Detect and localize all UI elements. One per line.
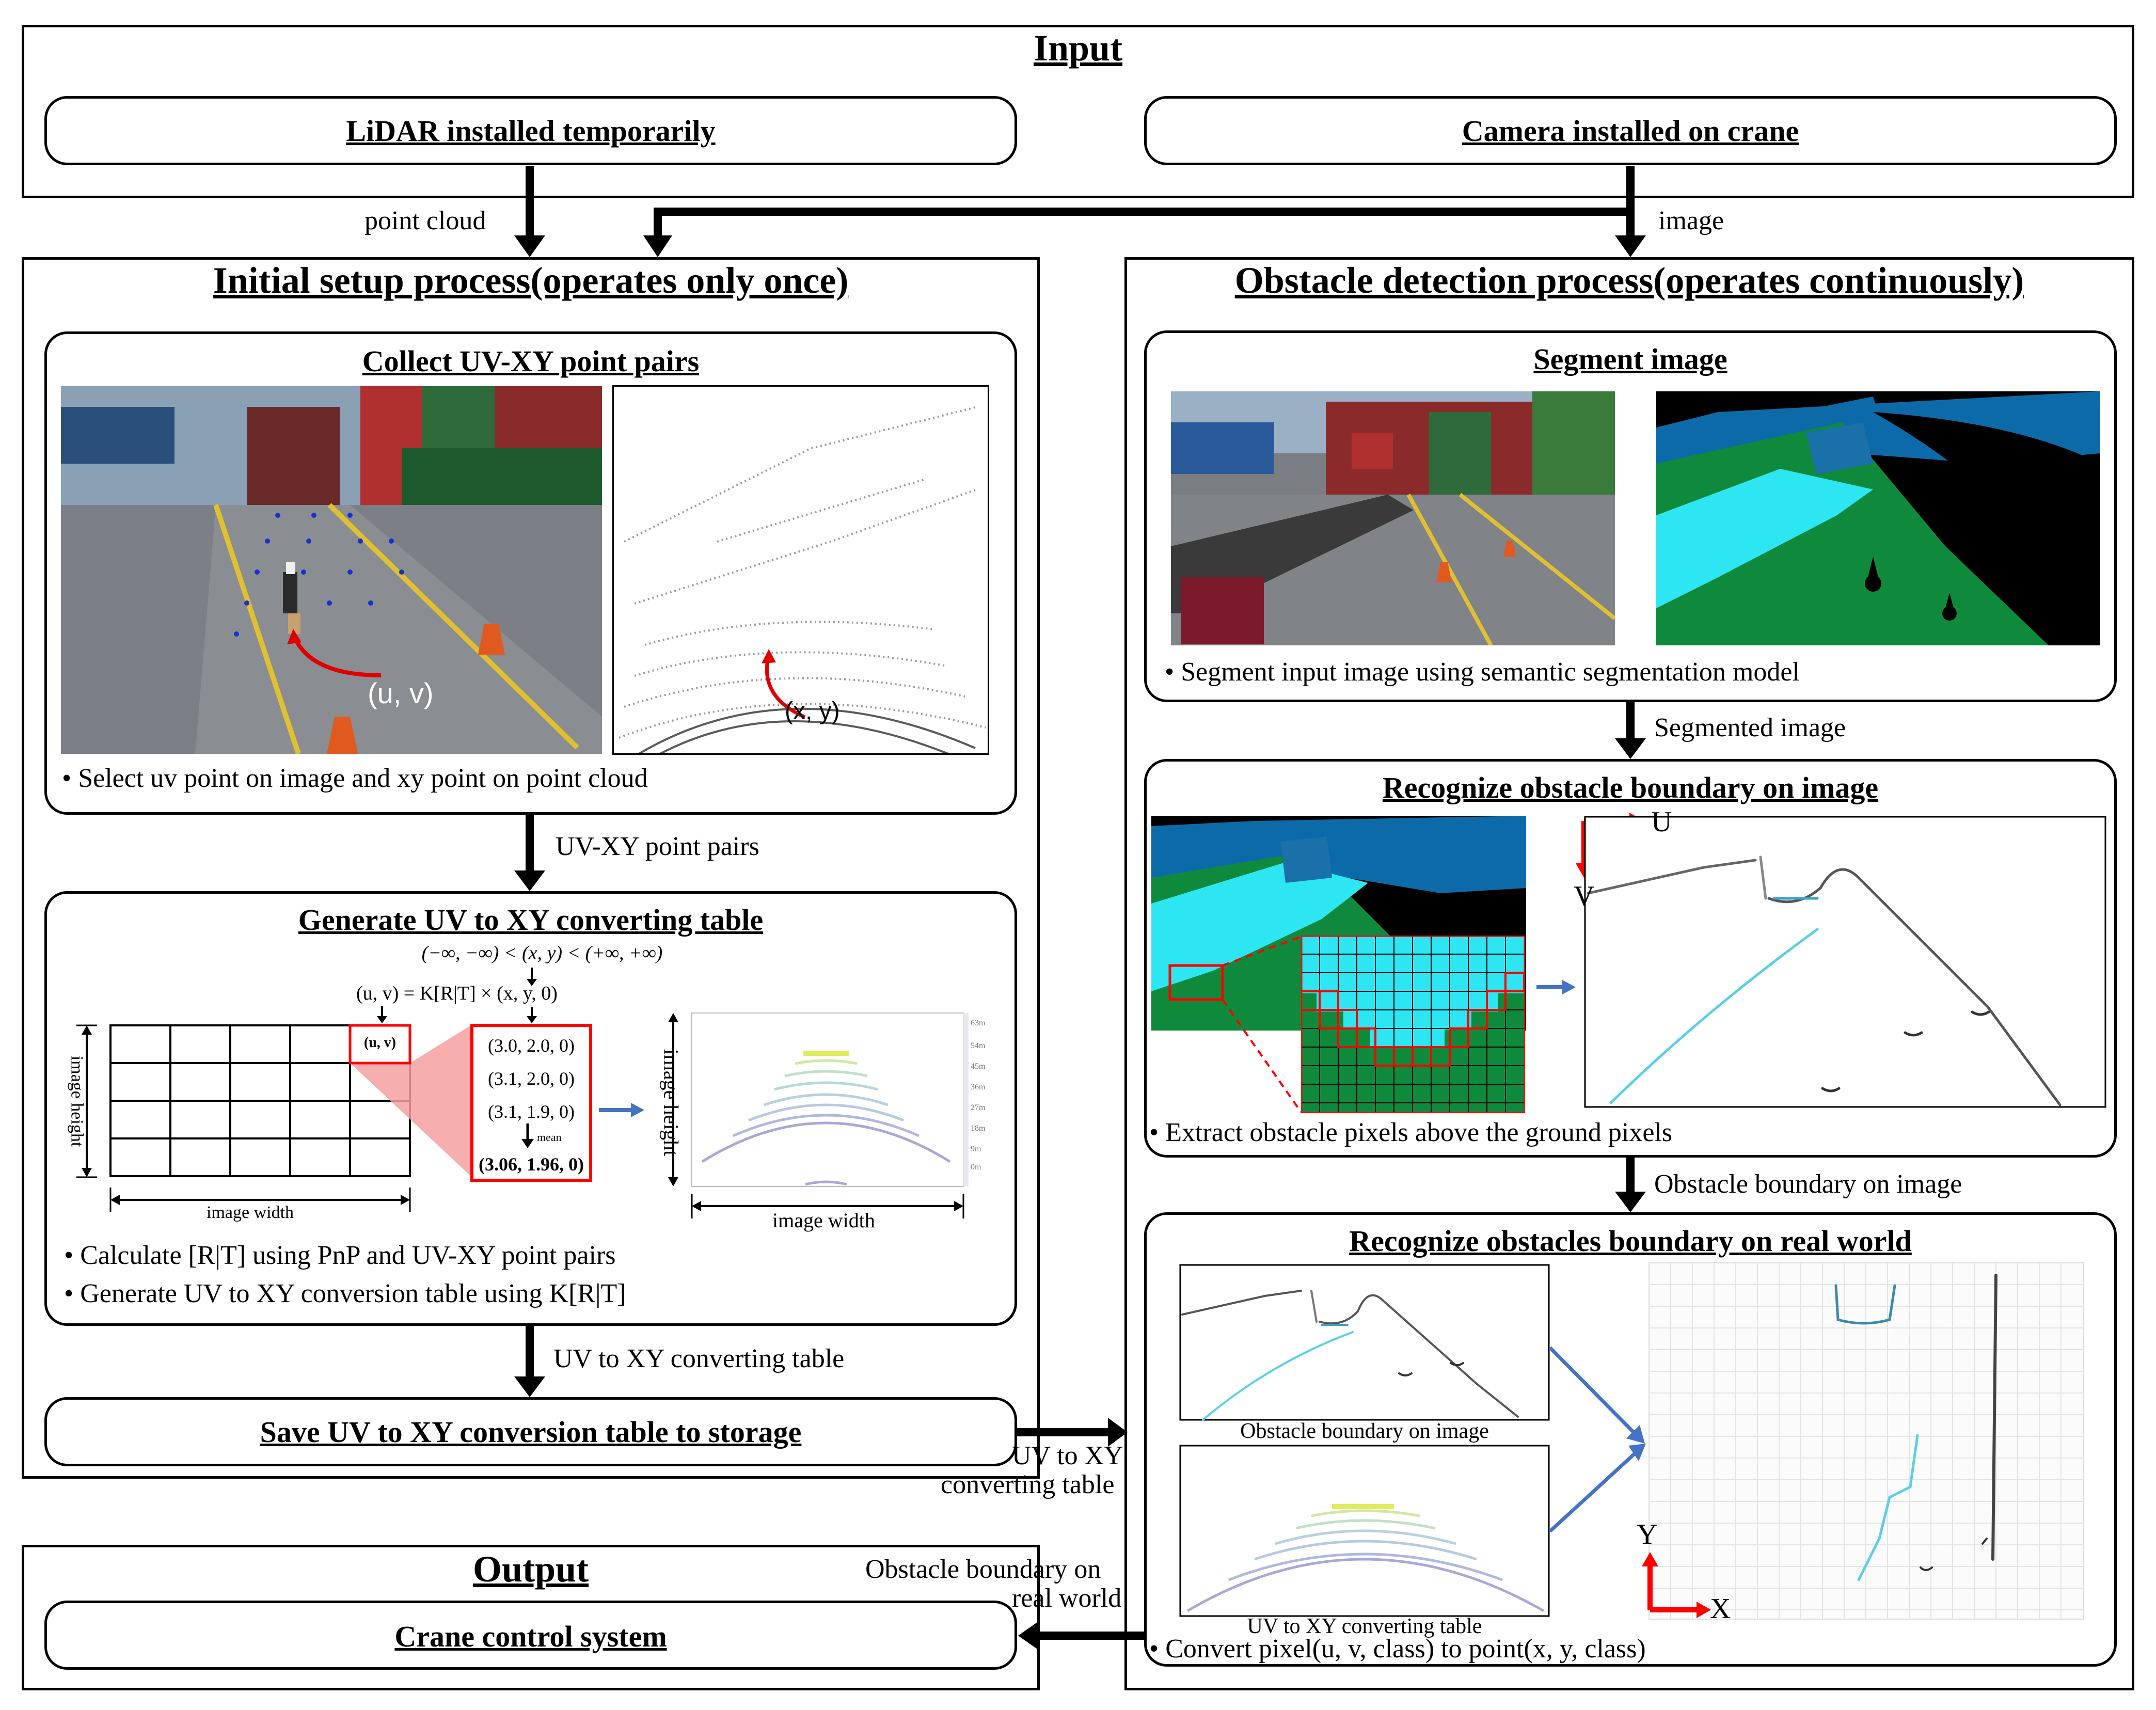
scale-tick: 36m [971, 1083, 986, 1091]
flow-image: image [1658, 206, 1724, 235]
crane-label: Crane control system [394, 1620, 667, 1653]
save-label: Save UV to XY conversion table to storag… [260, 1415, 802, 1449]
save-box [44, 1397, 1017, 1466]
scale-tick: 0m [971, 1163, 981, 1171]
scale-tick: 27m [971, 1103, 986, 1112]
output-title: Output [472, 1548, 589, 1590]
scale-tick: 45m [971, 1062, 986, 1071]
scale-tick: 18m [971, 1124, 986, 1133]
table-value-2: (3.1, 2.0, 0) [488, 1068, 575, 1089]
table-value-3: (3.1, 1.9, 0) [488, 1101, 575, 1122]
pixel-zoom-grid [1301, 936, 1525, 1113]
flow-segmented: Segmented image [1654, 713, 1846, 742]
lidar-label: LiDAR installed temporarily [346, 114, 716, 148]
camera-box [1144, 96, 2117, 165]
input-title: Input [1033, 27, 1123, 69]
recognize-image-bullet: • Extract obstacle pixels above the grou… [1149, 1118, 1673, 1147]
recognize-world-bullet: • Convert pixel(u, v, class) to point(x,… [1149, 1634, 1646, 1664]
scale-tick: 9m [971, 1145, 981, 1153]
eq-range: (−∞, −∞) < (x, y) < (+∞, +∞) [421, 942, 663, 964]
scale-tick: 63m [971, 1019, 986, 1027]
flow-obstacle-real-1: Obstacle boundary on [865, 1555, 1101, 1584]
flow-uv-xy-pairs: UV-XY point pairs [556, 832, 759, 861]
cell-uv: (u, v) [363, 1035, 397, 1051]
flow-uv-xy-table: UV to XY converting table [553, 1344, 845, 1373]
segmentation-mask [1656, 391, 2100, 645]
axis-u-label: U [1651, 806, 1672, 838]
grid-image-height: image height [67, 1055, 87, 1147]
flow-uv-xy-table-right-2: converting table [941, 1470, 1115, 1499]
scale-tick: 54m [971, 1041, 986, 1050]
generate-bullet-1: • Calculate [R|T] using PnP and UV-XY po… [64, 1241, 616, 1270]
eq-proj: (u, v) = K[R|T] × (x, y, 0) [356, 983, 558, 1004]
recognize-world-title: Recognize obstacles boundary on real wor… [1349, 1224, 1912, 1258]
axis-v-label: V [1574, 880, 1595, 912]
crane-box [44, 1601, 1017, 1670]
xy-point-label: (x, y) [785, 698, 840, 725]
segment-bullet: • Segment input image using semantic seg… [1165, 657, 1800, 687]
distance-scale: 63m 54m 45m 36m 27m 18m 9m 0m [971, 1011, 1002, 1186]
axis-y-label: Y [1637, 1518, 1658, 1550]
grid-image-width: image width [207, 1203, 294, 1222]
point-cloud-image [612, 385, 989, 755]
axis-x-label: X [1710, 1593, 1731, 1625]
uv-point-label: (u, v) [368, 677, 434, 709]
setup-title: Initial setup process(operates only once… [213, 260, 849, 301]
generate-title: Generate UV to XY converting table [298, 903, 764, 937]
flow-uv-xy-table-right-1: UV to XY [1012, 1441, 1123, 1470]
lidar-box [44, 96, 1017, 165]
generate-bullet-2: • Generate UV to XY conversion table usi… [64, 1279, 626, 1308]
collect-title: Collect UV-XY point pairs [362, 344, 700, 378]
caption-converting-table: UV to XY converting table [1247, 1614, 1482, 1638]
collect-bullet: • Select uv point on image and xy point … [62, 764, 648, 793]
port-camera-photo [61, 386, 602, 754]
segment-title: Segment image [1533, 342, 1727, 376]
heat-image-width: image width [772, 1209, 875, 1232]
heat-image-height: image height [659, 1049, 683, 1157]
detect-title: Obstacle detection process(operates cont… [1234, 260, 2024, 301]
flow-obstacle-boundary-image: Obstacle boundary on image [1654, 1169, 1962, 1199]
flow-point-cloud: point cloud [364, 206, 486, 235]
camera-label: Camera installed on crane [1462, 114, 1799, 148]
crane-camera-photo [1171, 391, 1615, 645]
recognize-image-title: Recognize obstacle boundary on image [1382, 771, 1879, 804]
mean-value: (3.06, 1.96, 0) [479, 1154, 584, 1175]
caption-boundary-image: Obstacle boundary on image [1240, 1419, 1489, 1443]
table-value-1: (3.0, 2.0, 0) [488, 1035, 575, 1056]
mean-label: mean [537, 1131, 562, 1144]
flow-obstacle-real-2: real world [1012, 1584, 1122, 1613]
